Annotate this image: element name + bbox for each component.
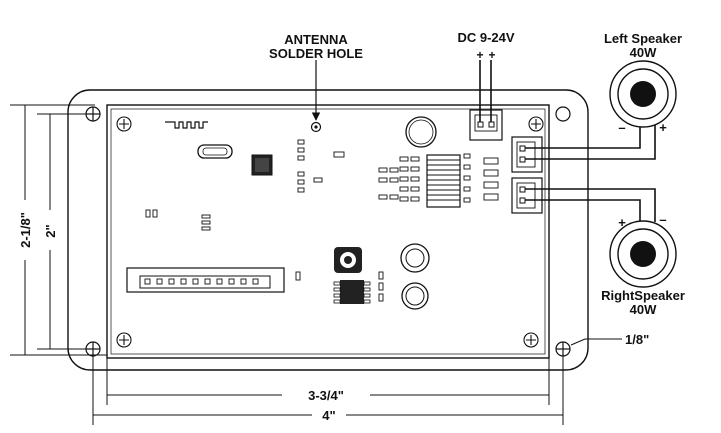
inner-width-dimension: 3-3/4" — [308, 388, 344, 403]
capacitor-round — [400, 243, 430, 273]
dc-input-label: DC 9-24V — [457, 30, 514, 45]
right-speaker — [609, 220, 677, 288]
right-minus-sign: – — [659, 212, 666, 227]
right-plus-sign: + — [618, 215, 626, 230]
pin-header-connector — [126, 267, 285, 293]
left-minus-sign: – — [618, 120, 625, 135]
dc-plus-sign-2: + — [488, 48, 495, 62]
right-speaker-connector — [511, 177, 543, 214]
capacitor-large — [405, 116, 437, 148]
antenna-label-line1: ANTENNA — [284, 32, 348, 47]
speaker-wires — [525, 118, 656, 222]
hole-offset-dimension: 1/8" — [625, 332, 649, 347]
left-speaker-label: Left Speaker — [604, 31, 682, 46]
outer-width-dimension: 4" — [322, 408, 335, 423]
dc-plus-sign: + — [476, 48, 483, 62]
antenna-label-line2: SOLDER HOLE — [269, 46, 363, 61]
smd-components — [145, 139, 499, 302]
left-speaker-watt: 40W — [630, 45, 657, 60]
outer-height-dimension: 2-1/8" — [18, 212, 33, 248]
dc-input-connector — [469, 60, 503, 141]
eight-pin-ic — [333, 280, 371, 304]
amplifier-ic — [426, 154, 461, 208]
pcb-antenna-trace — [165, 121, 208, 129]
left-plus-sign: + — [659, 120, 667, 135]
left-speaker — [609, 60, 677, 128]
inner-height-dimension: 2" — [43, 224, 58, 237]
screw-pad — [116, 116, 544, 348]
right-speaker-label: RightSpeaker — [601, 288, 685, 303]
left-speaker-connector — [511, 136, 543, 173]
right-speaker-watt: 40W — [630, 302, 657, 317]
pcb-board — [106, 104, 550, 359]
